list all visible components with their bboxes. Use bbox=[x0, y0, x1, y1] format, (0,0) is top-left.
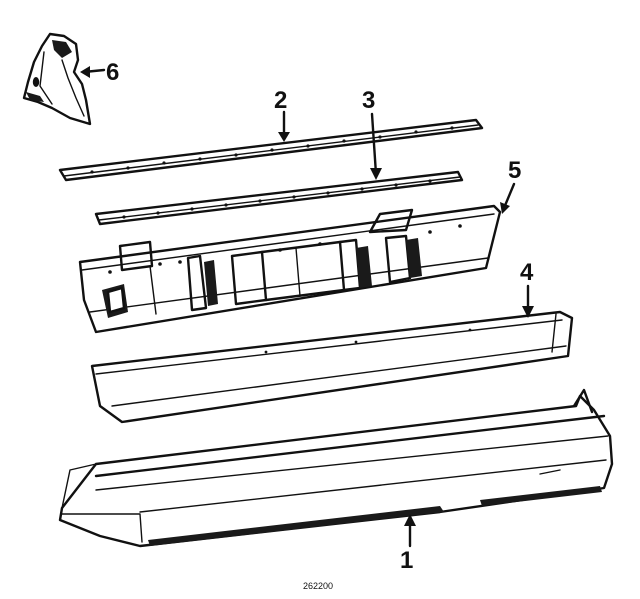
callout-3: 3 bbox=[362, 87, 382, 180]
part-2-upper-strip bbox=[58, 118, 484, 182]
callout-6: 6 bbox=[80, 59, 119, 86]
part-1-bumper-cover bbox=[58, 388, 614, 548]
callout-5: 5 bbox=[500, 157, 521, 214]
callout-4: 4 bbox=[520, 259, 534, 318]
callout-2-label: 2 bbox=[274, 87, 287, 114]
part-3-lower-strip bbox=[94, 170, 464, 226]
figure-code: 262200 bbox=[303, 581, 333, 591]
callout-1: 1 bbox=[400, 514, 416, 574]
part-4-absorber bbox=[90, 310, 574, 424]
callout-1-label: 1 bbox=[400, 547, 413, 574]
callout-5-label: 5 bbox=[508, 157, 521, 184]
callout-6-label: 6 bbox=[106, 59, 119, 86]
part-6-bracket bbox=[22, 32, 92, 126]
callout-4-label: 4 bbox=[520, 259, 534, 286]
callout-2: 2 bbox=[274, 87, 290, 142]
callout-3-label: 3 bbox=[362, 87, 375, 114]
part-5-reinforcement bbox=[78, 204, 502, 334]
